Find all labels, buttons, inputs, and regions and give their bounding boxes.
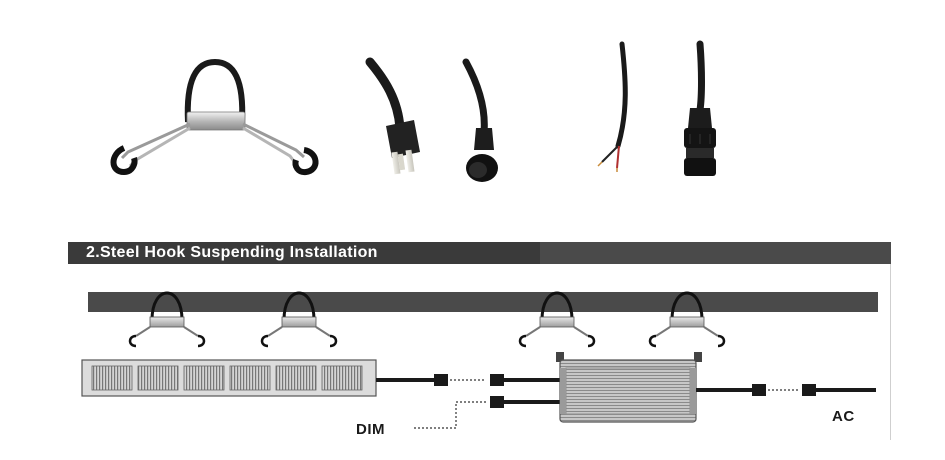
steel-hook-icon (110, 58, 319, 176)
led-driver (556, 352, 702, 423)
fixture-connector (434, 374, 448, 386)
waterproof-connector-icon (462, 58, 498, 182)
section-title: 2.Steel Hook Suspending Installation (86, 244, 378, 261)
led-fixture (81, 359, 377, 397)
male-connector-icon (684, 40, 716, 176)
section-header-accent (68, 242, 540, 264)
ac-connector-supply (802, 384, 816, 396)
dim-label: DIM (356, 421, 385, 438)
driver-output-connector (490, 374, 504, 386)
dim-leader (412, 401, 486, 429)
hook-1 (128, 291, 206, 348)
frame-right-border (890, 264, 891, 440)
accessories-row (110, 40, 716, 182)
ac-connector-driver (752, 384, 766, 396)
bare-wire-icon (597, 41, 628, 172)
us-plug-icon (365, 57, 420, 175)
ac-label: AC (832, 408, 855, 425)
installation-diagram (81, 291, 878, 429)
dim-connector (490, 396, 504, 408)
section-header-bar (68, 242, 891, 264)
hook-4 (648, 291, 726, 348)
hook-2 (260, 291, 338, 348)
hook-3 (518, 291, 596, 348)
ceiling-beam (88, 292, 878, 312)
